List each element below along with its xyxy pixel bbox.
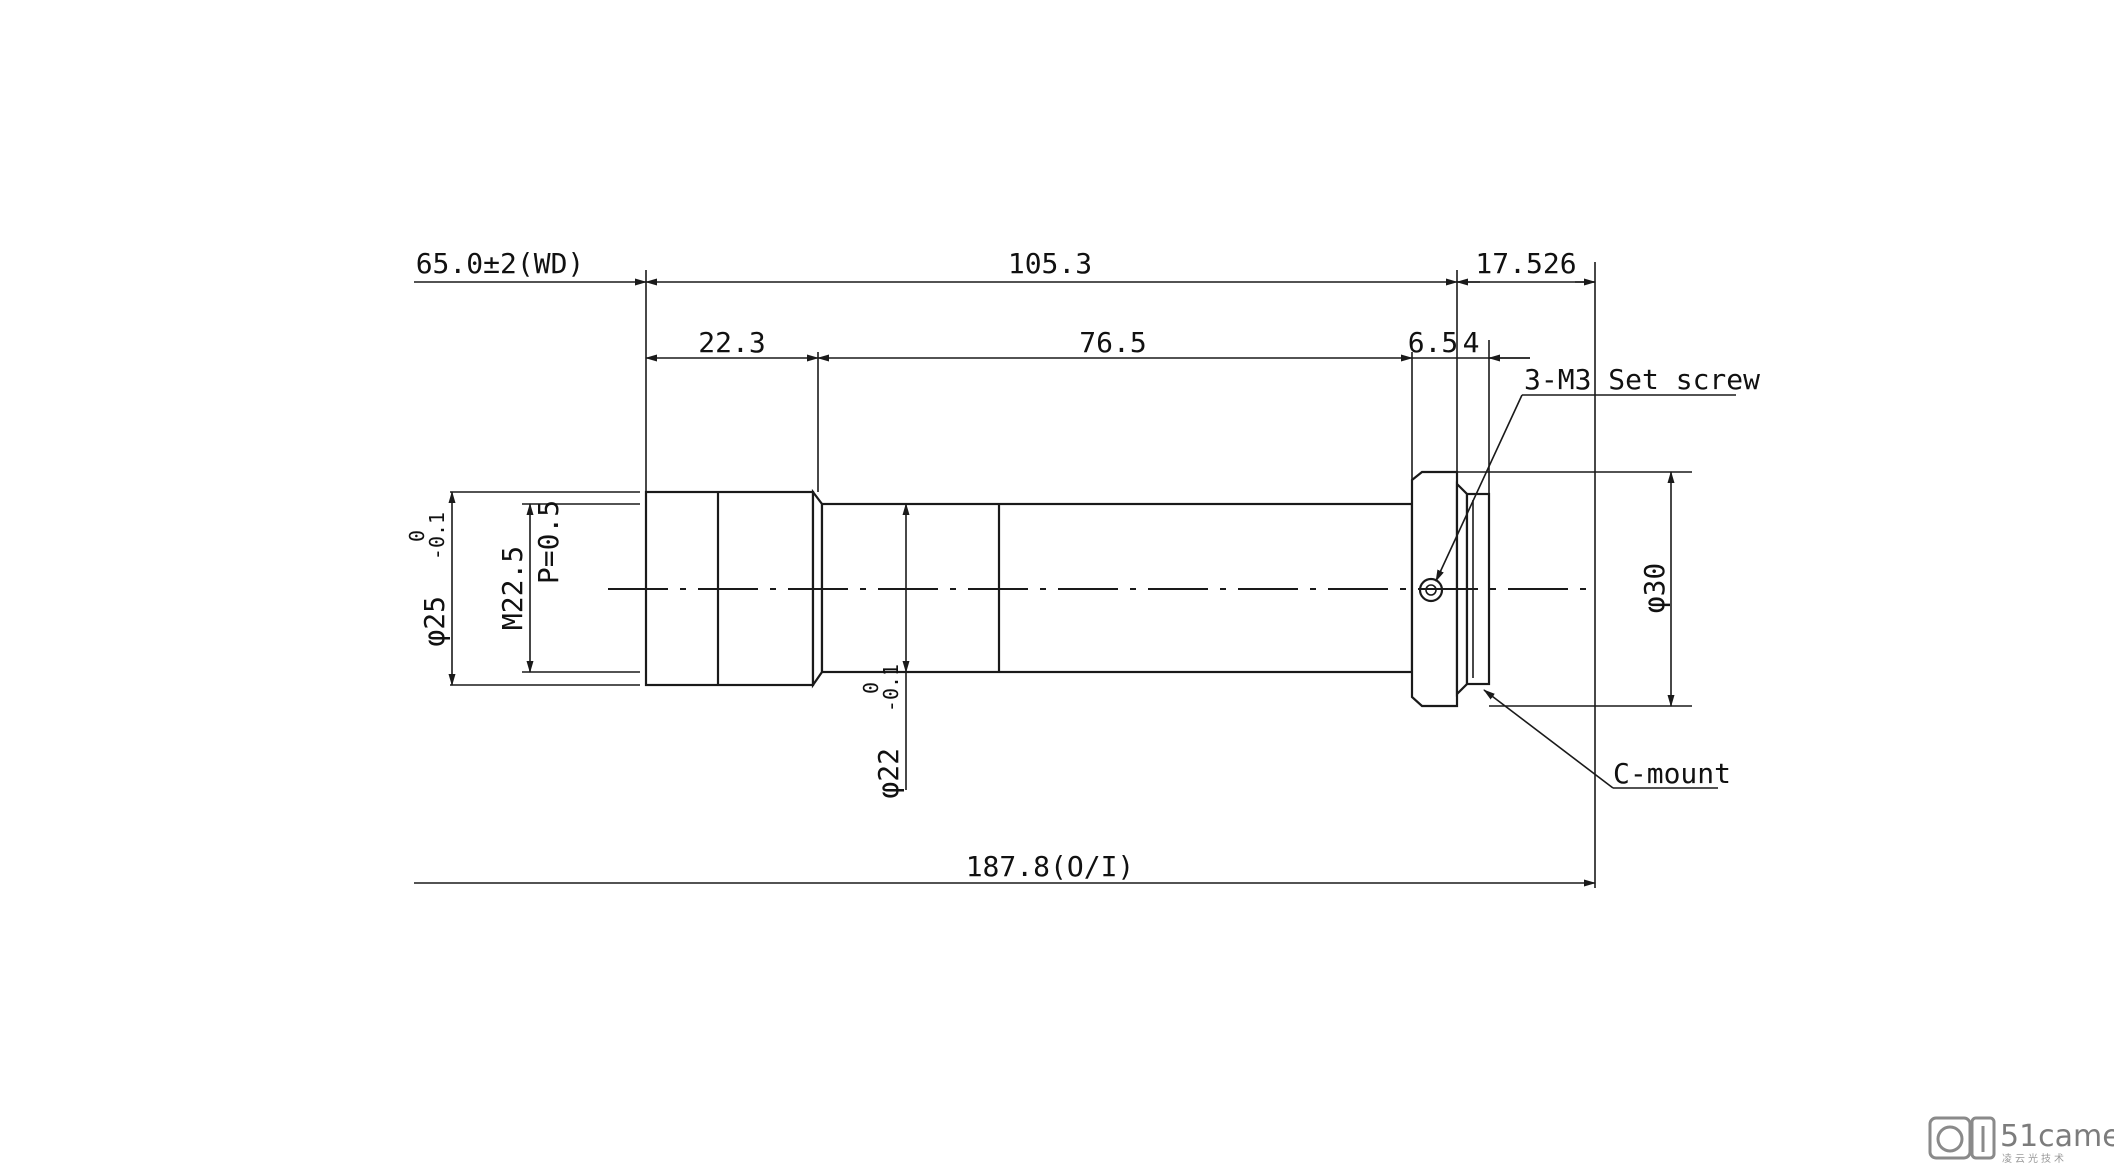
front-tol-lower: -0.1 (425, 512, 449, 560)
working-distance-label: 65.0±2(WD) (416, 247, 585, 280)
thread-size-label: M22.5 (496, 546, 529, 630)
barrel-tol-lower: -0.1 (879, 664, 903, 712)
svg-text:φ22: φ22 (872, 748, 905, 799)
watermark-tagline: 凌云光技术 (2002, 1152, 2067, 1165)
svg-text:φ25: φ25 (418, 596, 451, 647)
lens-length-label: 105.3 (1008, 247, 1092, 280)
camera-logo-icon (1928, 1116, 1996, 1160)
overall-length-label: 187.8(O/I) (966, 850, 1135, 883)
rear-section-label: 6.5 (1408, 326, 1459, 359)
front-diameter-label: φ25 0 -0.1 (405, 512, 451, 647)
leader-lines (1435, 394, 1736, 789)
dimension-lines (414, 278, 1675, 887)
mount-section-label: 4 (1463, 326, 1480, 359)
barrel-tol-upper: 0 (859, 682, 883, 694)
front-section-label: 22.3 (698, 326, 765, 359)
barrel-diameter-label: φ22 0 -0.1 (859, 664, 905, 799)
thread-pitch-label: P=0.5 (532, 500, 565, 584)
front-tol-upper: 0 (405, 530, 429, 542)
extension-lines (450, 262, 1692, 888)
c-mount-note: C-mount (1613, 757, 1731, 790)
watermark-brand: 51camera (2000, 1119, 2114, 1154)
barrel-section-label: 76.5 (1079, 326, 1146, 359)
rear-diameter-label: φ30 (1638, 563, 1671, 614)
flange-back-label: 17.526 (1475, 247, 1576, 280)
watermark: 51camera 凌云光技术 (1928, 1116, 2114, 1165)
set-screw-note: 3-M3 Set screw (1524, 363, 1760, 396)
